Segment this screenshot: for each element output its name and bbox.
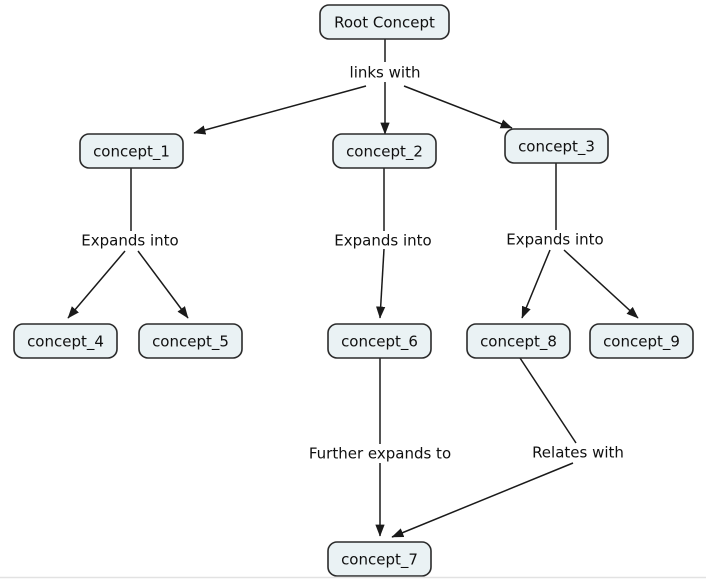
node-concept-3-label: concept_3 [518,138,595,157]
node-concept-8[interactable]: concept_8 [466,323,571,359]
edge-concept-8-to-concept-7 [391,462,574,538]
node-root-concept-box[interactable] [319,4,450,40]
node-concept-8-box[interactable] [466,323,571,359]
node-concept-7-box[interactable] [327,541,432,577]
node-concept-5-box[interactable] [138,323,243,359]
edge-concept-1-to-concept-5 [137,250,189,319]
edge-labels-layer: links with Expands into Expands into Exp… [81,64,624,463]
node-concept-3-box[interactable] [504,128,609,164]
edge-concept-1-to-concept-4 [67,250,126,319]
node-concept-4-box[interactable] [13,323,118,359]
nodes-layer: Root Concept concept_1 concept_2 concept… [13,4,694,577]
edge-root-to-concept-3 [403,85,513,129]
edge-label-relates-with: Relates with [532,444,624,462]
node-concept-6-box[interactable] [327,323,432,359]
node-root-concept-label: Root Concept [334,14,435,32]
node-concept-7-label: concept_7 [341,551,418,570]
node-concept-4[interactable]: concept_4 [13,323,118,359]
edge-label-further-expands-to: Further expands to [309,445,451,463]
edge-label-expands-into-1: Expands into [81,232,178,250]
node-concept-3[interactable]: concept_3 [504,128,609,164]
node-concept-2-box[interactable] [332,133,437,169]
node-concept-9-box[interactable] [589,323,694,359]
node-concept-1-label: concept_1 [93,143,170,162]
edge-label-expands-into-2: Expands into [334,232,431,250]
node-concept-5-label: concept_5 [152,333,229,352]
node-concept-1-box[interactable] [79,133,184,169]
node-concept-9-label: concept_9 [603,333,680,352]
edges-layer [67,39,639,538]
node-concept-6[interactable]: concept_6 [327,323,432,359]
edge-concept-3-to-concept-8 [521,249,551,319]
node-concept-2[interactable]: concept_2 [332,133,437,169]
node-concept-6-label: concept_6 [341,333,418,352]
edge-concept-2-to-concept-6 [376,248,386,319]
node-concept-7[interactable]: concept_7 [327,541,432,577]
node-concept-8-label: concept_8 [480,333,557,352]
edge-label-links-with: links with [350,64,421,82]
node-root-concept[interactable]: Root Concept [319,4,450,40]
edge-concept-8-stem [519,357,577,444]
node-concept-9[interactable]: concept_9 [589,323,694,359]
node-concept-2-label: concept_2 [346,143,423,162]
node-concept-5[interactable]: concept_5 [138,323,243,359]
edge-root-to-concept-1 [193,85,367,135]
edge-label-expands-into-3: Expands into [506,231,603,249]
node-concept-1[interactable]: concept_1 [79,133,184,169]
node-concept-4-label: concept_4 [27,333,104,352]
edge-concept-3-to-concept-9 [563,249,639,319]
